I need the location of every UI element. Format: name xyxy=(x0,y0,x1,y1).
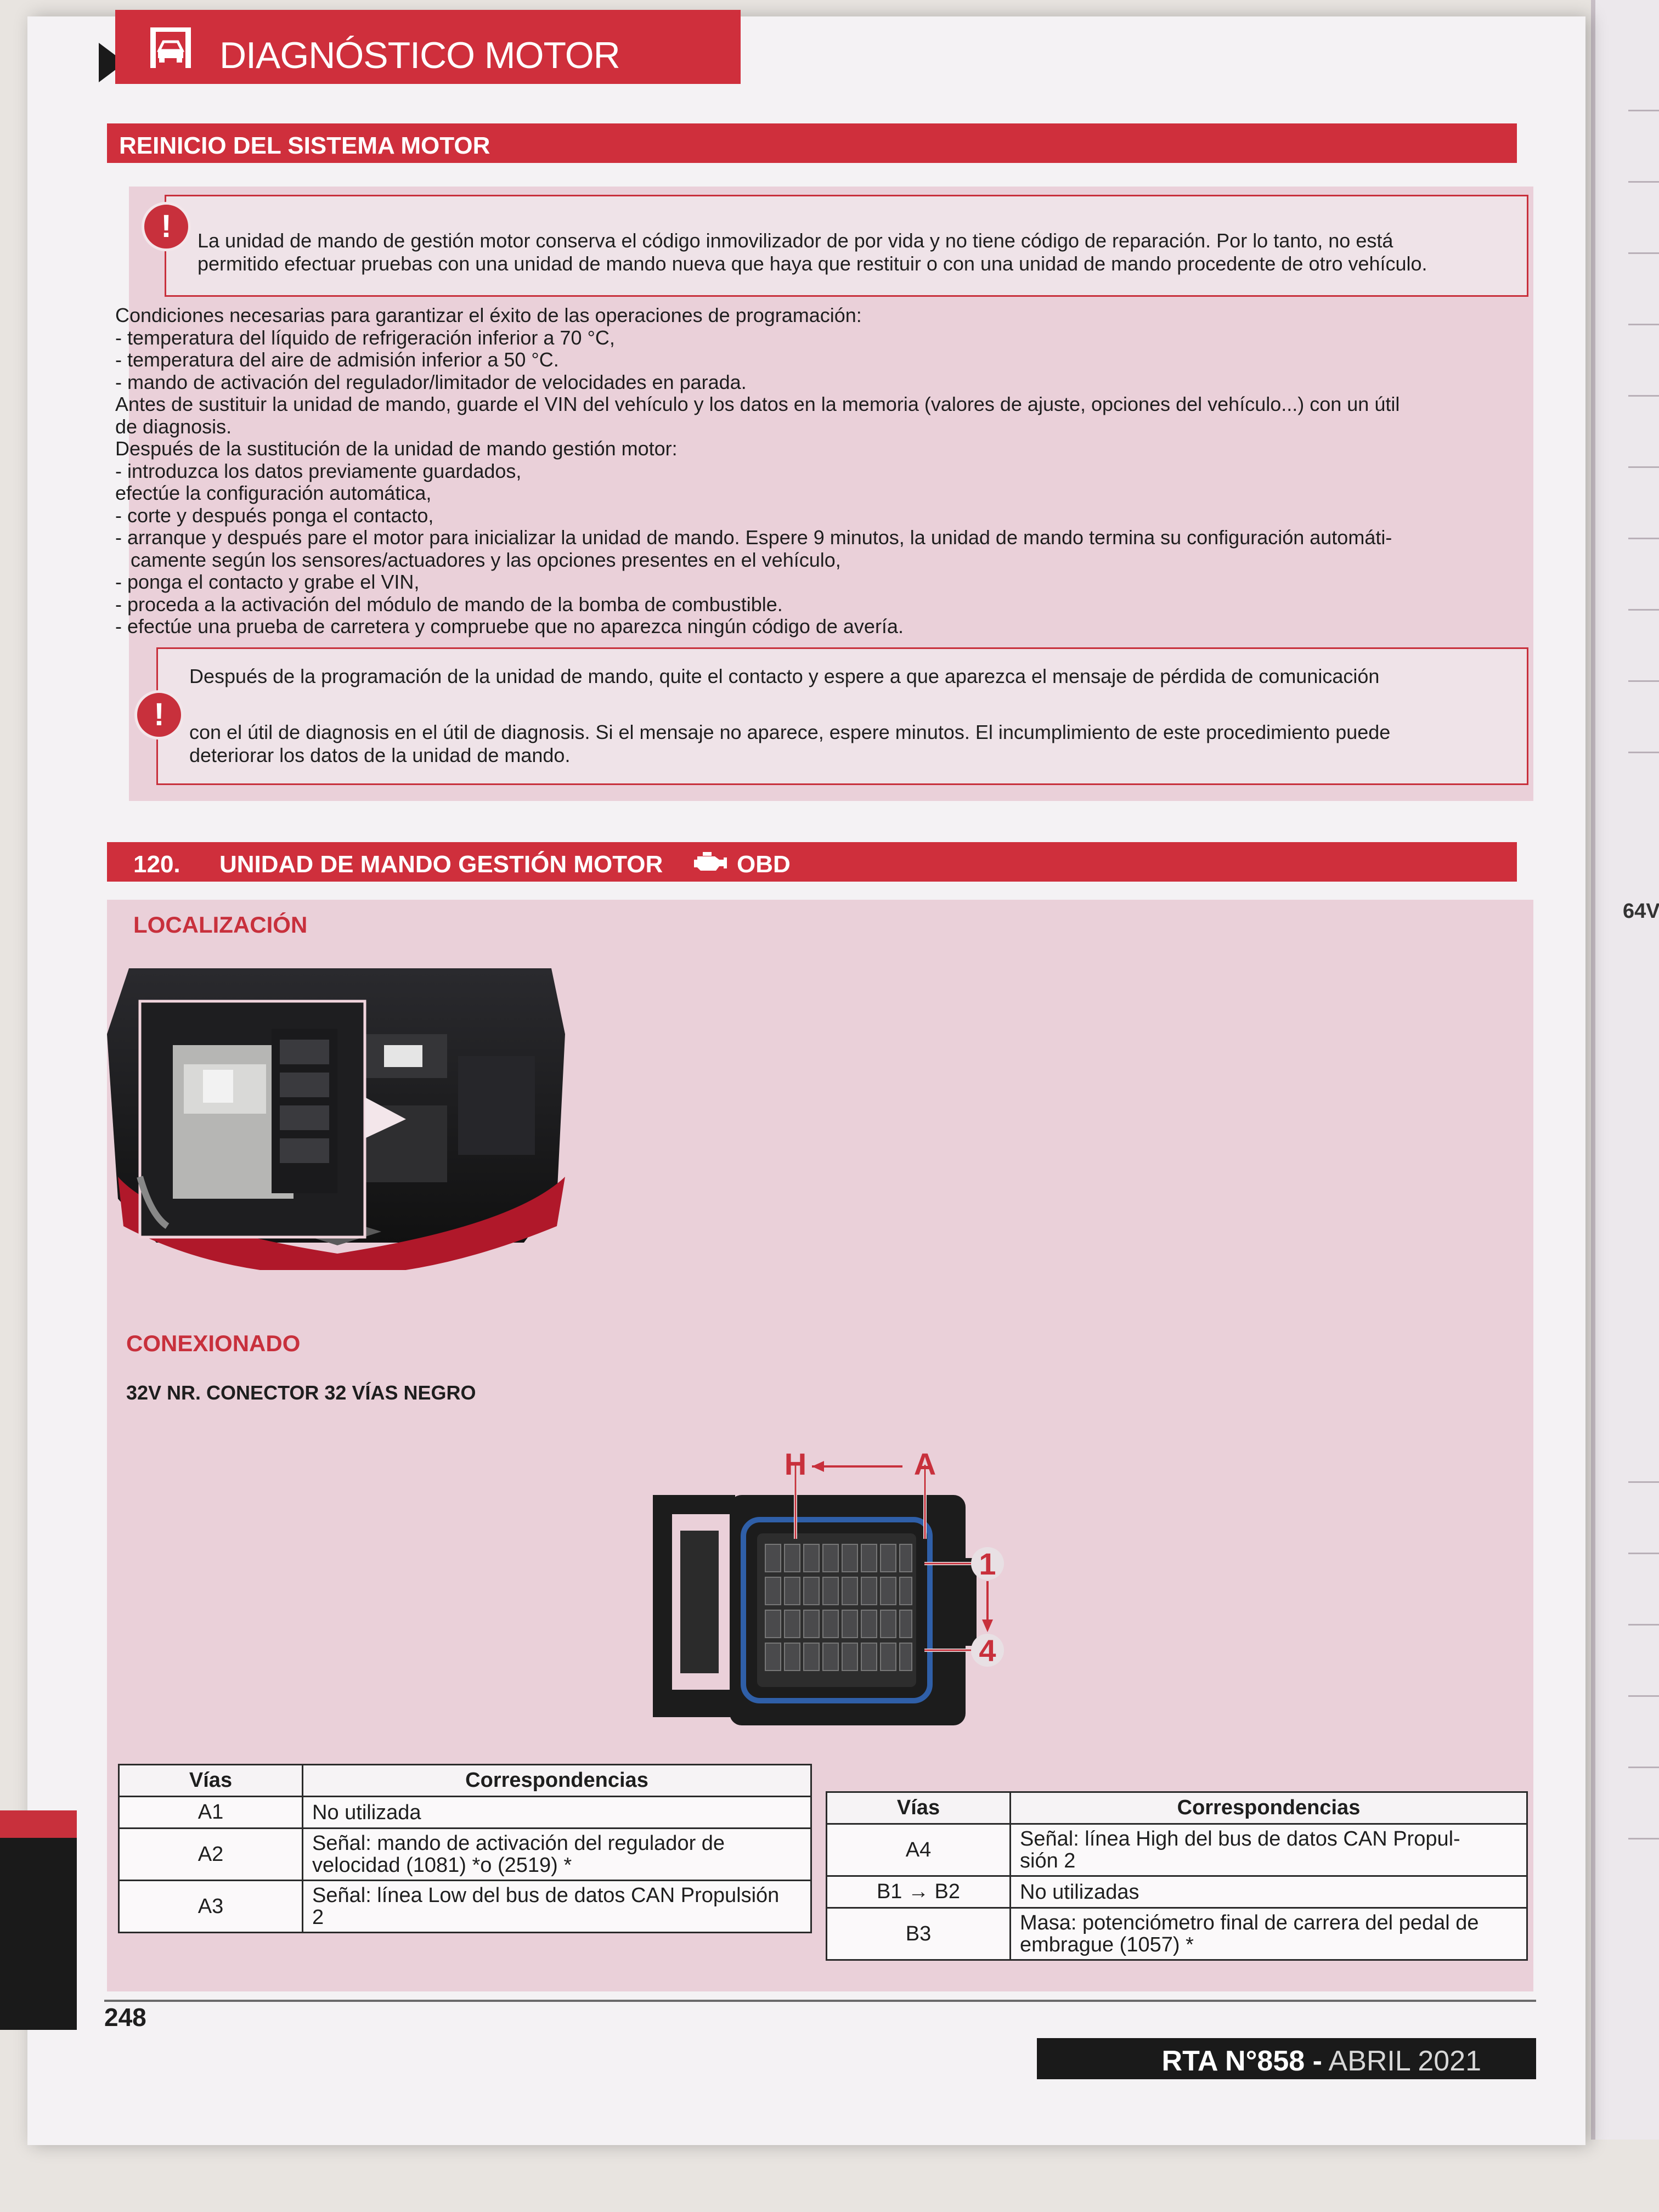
col-header-vias: Vías xyxy=(826,1791,1011,1825)
localizacion-heading: LOCALIZACIÓN xyxy=(133,912,308,938)
table-row: A1 No utilizada xyxy=(118,1796,812,1829)
section-number: 120. xyxy=(133,851,180,878)
magazine-issue: RTA N°858 - xyxy=(1161,2045,1322,2077)
obd-label: OBD xyxy=(737,851,791,878)
car-lift-icon xyxy=(150,27,191,68)
procedure-text: Condiciones necesarias para garantizar e… xyxy=(115,304,1400,637)
section-title: REINICIO DEL SISTEMA MOTOR xyxy=(119,132,490,159)
engine-icon xyxy=(694,852,727,871)
label-4: 4 xyxy=(979,1633,996,1668)
warning-text-1: La unidad de mando de gestión motor cons… xyxy=(198,229,1427,275)
connector-title: 32V NR. CONECTOR 32 VÍAS NEGRO xyxy=(126,1381,476,1404)
page-title: DIAGNÓSTICO MOTOR xyxy=(219,35,620,76)
label-1: 1 xyxy=(979,1547,996,1581)
table-row: B1 → B2 No utilizadas xyxy=(826,1875,1528,1909)
warning-icon: ! xyxy=(134,690,184,740)
table-row: A4 Señal: línea High del bus de datos CA… xyxy=(826,1823,1528,1877)
warning-text-2: Después de la programación de la unidad … xyxy=(189,665,1391,766)
issue-date: ABRIL 2021 xyxy=(1328,2045,1481,2077)
section-bar-reinicio: REINICIO DEL SISTEMA MOTOR xyxy=(107,123,1517,163)
label-h: H xyxy=(785,1447,806,1481)
label-a: A xyxy=(914,1447,936,1481)
edge-black-tab xyxy=(0,1838,77,2030)
page-number: 248 xyxy=(104,2003,146,2032)
table-row: B3 Masa: potenciómetro final de carrera … xyxy=(826,1907,1528,1961)
section-title: UNIDAD DE MANDO GESTIÓN MOTOR xyxy=(219,851,663,878)
pin-table-right: Vías Correspondencias A4 Señal: línea Hi… xyxy=(826,1791,1528,1961)
warning-icon: ! xyxy=(142,202,191,251)
section-bar-unidad: 120. UNIDAD DE MANDO GESTIÓN MOTOR OBD xyxy=(107,842,1517,882)
warning-box-2 xyxy=(156,647,1528,785)
edge-red-tab xyxy=(0,1810,77,1838)
engine-bay-photo xyxy=(107,968,576,1270)
footer-bar: RTA N°858 - ABRIL 2021 xyxy=(1037,2038,1536,2079)
footer-rule xyxy=(104,2000,1536,2002)
table-row: A2 Señal: mando de activación del regula… xyxy=(118,1827,812,1881)
col-header-correspondencias: Correspondencias xyxy=(1009,1791,1528,1825)
table-row: A3 Señal: línea Low del bus de datos CAN… xyxy=(118,1880,812,1933)
connector-32-pin-diagram: H A 1 4 xyxy=(653,1447,1004,1725)
warning-box-1 xyxy=(165,195,1528,297)
col-header-correspondencias: Correspondencias xyxy=(302,1764,812,1797)
pin-table-left: Vías Correspondencias A1 No utilizada A2… xyxy=(118,1764,812,1933)
conexionado-heading: CONEXIONADO xyxy=(126,1330,301,1356)
header-bar xyxy=(115,10,741,84)
facing-page: 64V xyxy=(1591,0,1659,2140)
facing-page-fragment: 64V xyxy=(1623,900,1659,923)
col-header-vias: Vías xyxy=(118,1764,303,1797)
